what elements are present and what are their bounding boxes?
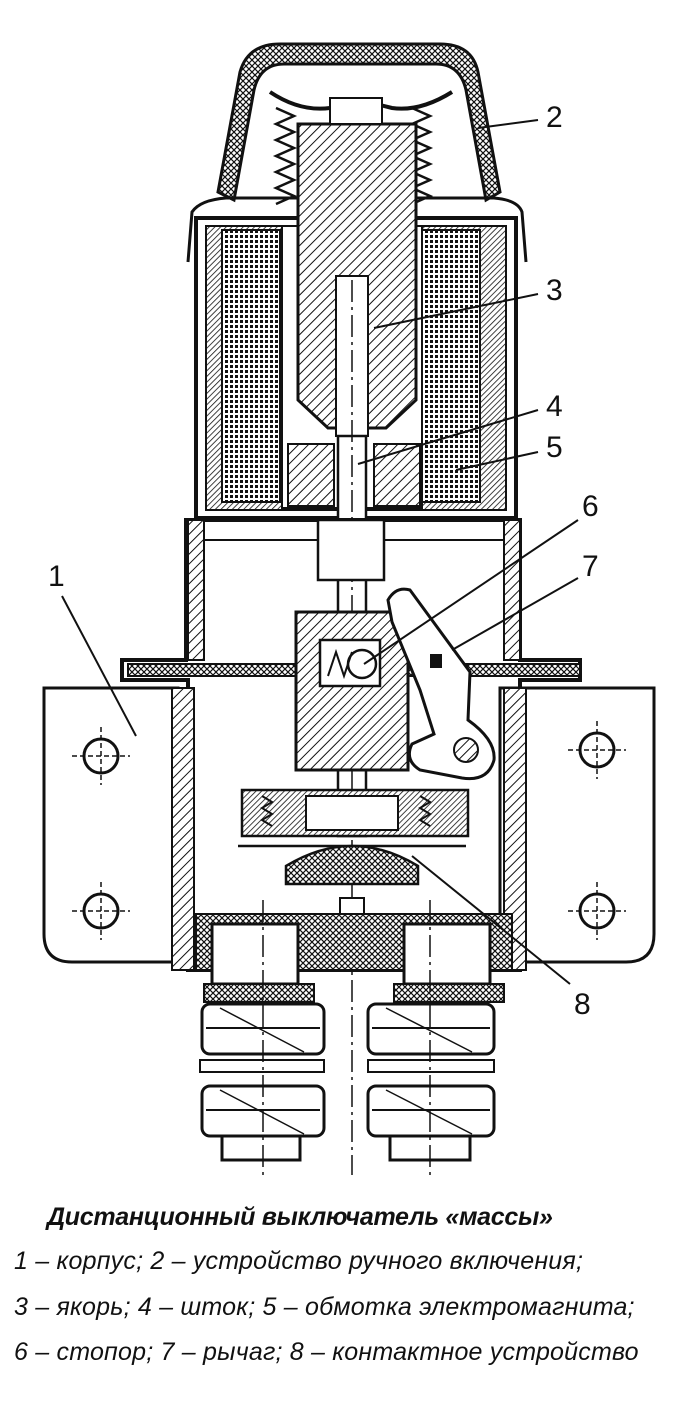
stop-core: [287, 443, 421, 507]
callout-8: 8: [574, 988, 591, 1021]
callout-leaders: [61, 119, 579, 985]
caption-legend-line-1: 1 – корпус; 2 – устройство ручного включ…: [14, 1247, 584, 1275]
callout-6: 6: [582, 490, 599, 523]
lever: [386, 587, 496, 781]
right-bracket: [498, 686, 656, 964]
callout-7: 7: [582, 550, 599, 583]
callout-2: 2: [546, 101, 563, 134]
caption-legend-line-2: 3 – якорь; 4 – шток; 5 – обмотка электро…: [14, 1293, 635, 1321]
caption-legend-line-3: 6 – стопор; 7 – рычаг; 8 – контактное ус…: [14, 1338, 639, 1366]
armature: [296, 97, 418, 437]
right-terminal: [366, 922, 505, 1162]
left-bracket: [42, 686, 180, 964]
switch-cross-section-drawing: [42, 42, 656, 1175]
callout-1: 1: [48, 560, 65, 593]
caption-title: Дистанционный выключатель «массы»: [47, 1203, 553, 1231]
stopper: [294, 610, 410, 772]
callout-5: 5: [546, 431, 563, 464]
terminal-center-lines: [262, 900, 431, 1175]
contact-device: [238, 788, 470, 915]
callout-4: 4: [546, 390, 563, 423]
callout-3: 3: [546, 274, 563, 307]
